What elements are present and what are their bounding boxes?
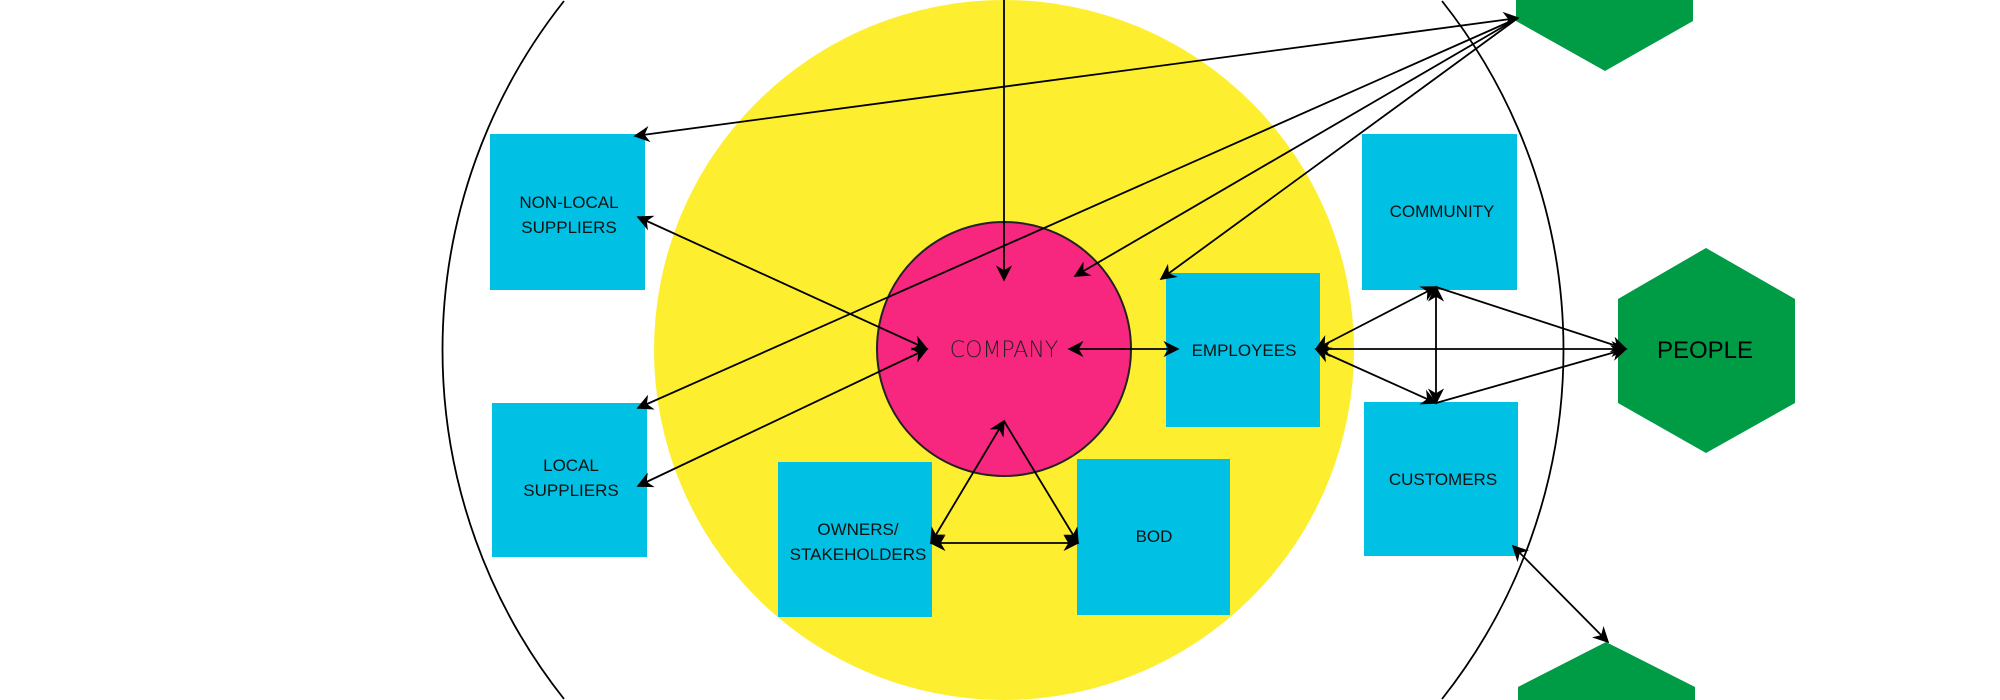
community-label: COMMUNITY xyxy=(1390,202,1495,221)
owners-label-1: OWNERS/ xyxy=(817,520,899,539)
outer-ring-right-arc xyxy=(1441,0,1565,700)
local-suppliers-label-2: SUPPLIERS xyxy=(523,481,618,500)
people-label: PEOPLE xyxy=(1657,337,1753,364)
company-label: COMPANY xyxy=(950,338,1058,363)
non-local-suppliers-label-1: NON-LOCAL xyxy=(519,193,618,212)
customers-box[interactable] xyxy=(1364,402,1518,556)
customers-label: CUSTOMERS xyxy=(1389,470,1497,489)
non-local-suppliers-label-2: SUPPLIERS xyxy=(521,218,616,237)
outer-ring-left-arc xyxy=(441,0,565,700)
people-hexagon[interactable] xyxy=(1618,248,1795,453)
non-local-suppliers-box[interactable] xyxy=(490,134,645,290)
community-box[interactable] xyxy=(1362,134,1517,290)
top-hexagon[interactable] xyxy=(1516,0,1693,71)
local-suppliers-box[interactable] xyxy=(492,403,647,557)
bottom-hexagon[interactable] xyxy=(1518,642,1695,700)
employees-label: EMPLOYEES xyxy=(1192,341,1297,360)
connectors xyxy=(633,0,1628,644)
local-suppliers-label-1: LOCAL xyxy=(543,456,599,475)
owners-stakeholders-box[interactable] xyxy=(778,462,932,617)
bod-label: BOD xyxy=(1136,527,1173,546)
owners-label-2: STAKEHOLDERS xyxy=(790,545,927,564)
bod-box[interactable] xyxy=(1077,459,1230,615)
employees-box[interactable] xyxy=(1166,273,1320,427)
